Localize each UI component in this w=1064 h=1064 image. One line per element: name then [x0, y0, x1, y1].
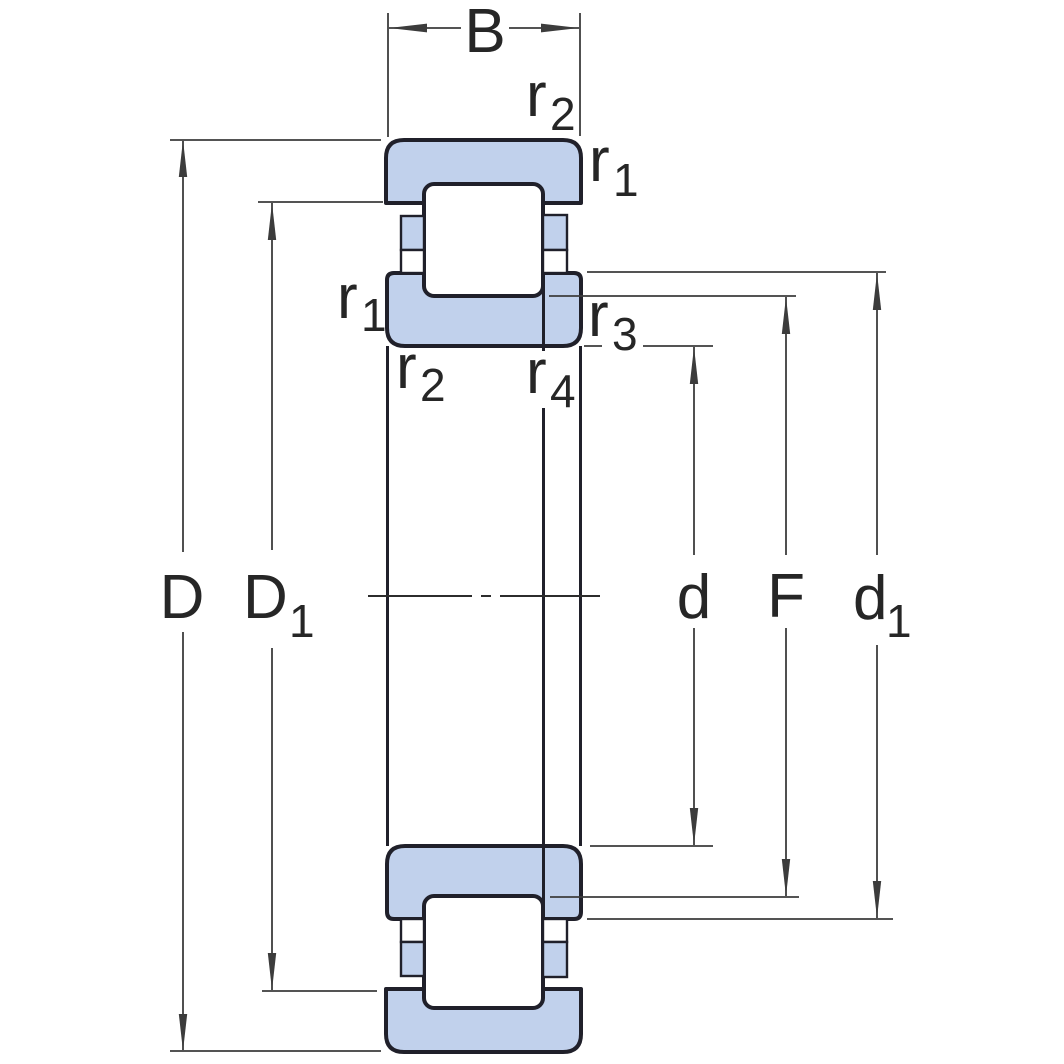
- label-F: F: [767, 562, 805, 631]
- cage-pocket-top-left: [399, 248, 426, 275]
- F-arrow-up: [781, 297, 791, 334]
- dimension-d: d: [584, 345, 713, 847]
- cage-bar-top-right: [541, 213, 569, 252]
- bearing-section-top: [384, 138, 583, 348]
- dimension-D: D: [160, 139, 381, 1052]
- d1-arrow-up: [872, 273, 882, 310]
- label-r1-inner-ring: r1: [337, 263, 387, 341]
- label-B: B: [464, 0, 505, 66]
- dimension-B: B: [387, 0, 581, 137]
- D1-arrow-up: [267, 203, 277, 240]
- D-arrow-up: [178, 140, 188, 177]
- dimension-F: F: [549, 295, 805, 898]
- cage-pocket-top-right: [541, 248, 569, 275]
- cage-bar-bottom-left: [399, 940, 426, 978]
- label-d1: d1: [853, 564, 912, 647]
- D-arrow-down: [178, 1014, 188, 1051]
- chamfer-labels: r2 r1 r1 r2 r3 r4: [337, 61, 639, 417]
- B-arrow-left: [389, 23, 427, 33]
- d1-arrow-down: [872, 881, 882, 918]
- cage-bar-top-left: [399, 214, 426, 252]
- cage-pocket-bottom-right: [541, 917, 569, 944]
- label-r3-angle-ring: r3: [588, 281, 638, 360]
- label-d: d: [677, 563, 711, 632]
- bore-silhouette-lines: [368, 280, 600, 913]
- cage-bar-bottom-right: [541, 940, 569, 979]
- label-D1: D1: [243, 563, 315, 647]
- roller-bottom-section: [422, 894, 545, 1010]
- F-arrow-down: [781, 859, 791, 896]
- label-D: D: [160, 563, 205, 632]
- dimension-d1: d1: [587, 271, 912, 920]
- label-r1-outer-ring: r1: [589, 126, 639, 206]
- dimension-D1: D1: [243, 201, 383, 992]
- cage-pocket-bottom-left: [399, 917, 426, 944]
- d-arrow-down: [689, 808, 699, 845]
- bearing-section-bottom: [384, 844, 583, 1054]
- label-r2-outer-ring: r2: [526, 61, 576, 140]
- D1-arrow-down: [267, 953, 277, 990]
- label-r4-angle-ring: r4: [526, 338, 576, 417]
- roller-top-section: [422, 182, 545, 298]
- label-r2-inner-ring: r2: [396, 333, 446, 411]
- B-arrow-right: [541, 23, 579, 33]
- d-arrow-up: [689, 347, 699, 384]
